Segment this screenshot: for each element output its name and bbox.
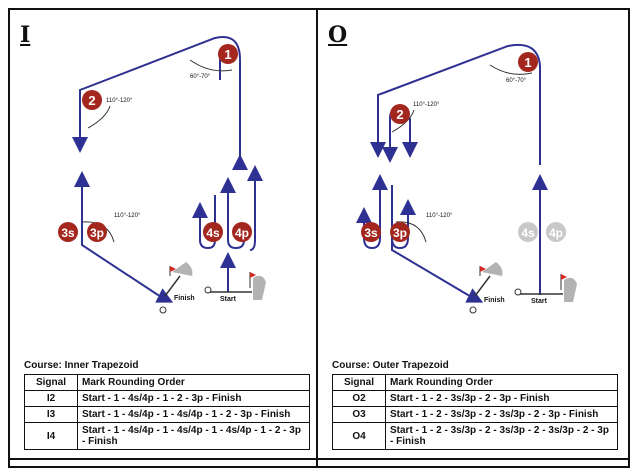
- order-cell: Start - 1 - 4s/4p - 1 - 4s/4p - 1 - 4s/4…: [77, 422, 310, 450]
- angle-arc: [87, 105, 111, 129]
- course-line: [377, 44, 541, 165]
- angle-label-2: 110°-120°: [413, 102, 440, 108]
- finish-line: [474, 275, 491, 297]
- table-row: I2 Start - 1 - 4s/4p - 1 - 2 - 3p - Fini…: [24, 390, 310, 407]
- course-line: [199, 195, 216, 250]
- course-line: [363, 185, 381, 250]
- course-name: Outer Trapezoid: [372, 360, 449, 371]
- mark-2: 2: [82, 90, 102, 110]
- header-order: Mark Rounding Order: [385, 374, 618, 391]
- header-order: Mark Rounding Order: [77, 374, 310, 391]
- course-title: Course: Inner Trapezoid: [24, 360, 138, 371]
- mark-4p: 4p: [232, 222, 252, 242]
- panel-letter: O: [328, 22, 348, 48]
- signal-cell: I4: [24, 422, 78, 450]
- table-row: I3 Start - 1 - 4s/4p - 1 - 4s/4p - 1 - 2…: [24, 406, 310, 423]
- header-signal: Signal: [332, 374, 386, 391]
- table-header-row: Signal Mark Rounding Order: [332, 374, 618, 391]
- course-line: [227, 185, 245, 250]
- panel-divider: [316, 8, 318, 468]
- signal-cell: O2: [332, 390, 386, 407]
- start-label: Start: [220, 296, 237, 303]
- mark-3p-label: 3p: [90, 226, 104, 240]
- mark-4s-label: 4s: [206, 226, 220, 240]
- angle-label-1: 60°-70°: [506, 78, 527, 84]
- mark-3s-label: 3s: [61, 226, 75, 240]
- mark-3s-label: 3s: [364, 226, 378, 240]
- course-line: [79, 36, 241, 165]
- mark-3p: 3p: [87, 222, 107, 242]
- mark-3p: 3p: [390, 222, 410, 242]
- order-cell: Start - 1 - 4s/4p - 1 - 2 - 3p - Finish: [77, 390, 310, 407]
- start-pin-icon: [204, 286, 212, 294]
- bottom-rule: [8, 458, 630, 460]
- mark-4s: 4s: [518, 222, 538, 242]
- course-diagram-outer: 1 2 3s 3p 4s 4p 60°-70° 110°-120° 110°-1…: [356, 44, 577, 314]
- mark-1-label: 1: [224, 47, 231, 62]
- course-line: [391, 200, 469, 296]
- rounding-table: Signal Mark Rounding Order I2 Start - 1 …: [24, 374, 310, 450]
- panel-letter: I: [20, 22, 31, 48]
- start-boat-icon: [560, 274, 577, 302]
- course-line: [249, 175, 256, 251]
- course-label: Course:: [24, 360, 62, 371]
- mark-4p: 4p: [546, 222, 566, 242]
- mark-3s: 3s: [58, 222, 78, 242]
- order-cell: Start - 1 - 2 - 3s/3p - 2 - 3s/3p - 2 - …: [385, 406, 618, 423]
- order-cell: Start - 1 - 2 - 3s/3p - 2 - 3p - Finish: [385, 390, 618, 407]
- mark-1: 1: [218, 44, 238, 64]
- panel-outer: O 1: [318, 10, 624, 456]
- mark-2-label: 2: [396, 107, 403, 122]
- mark-4s-label: 4s: [521, 226, 535, 240]
- rounding-table: Signal Mark Rounding Order O2 Start - 1 …: [332, 374, 618, 450]
- table-row: O2 Start - 1 - 2 - 3s/3p - 2 - 3p - Fini…: [332, 390, 618, 407]
- angle-arc: [489, 64, 533, 75]
- finish-label: Finish: [484, 297, 505, 304]
- mark-3p-label: 3p: [393, 226, 407, 240]
- order-cell: Start - 1 - 2 - 3s/3p - 2 - 3s/3p - 2 - …: [385, 422, 618, 450]
- finish-boat-icon: [479, 262, 503, 276]
- mark-1-label: 1: [524, 55, 531, 70]
- start-pin-icon: [514, 288, 522, 296]
- table-row: O4 Start - 1 - 2 - 3s/3p - 2 - 3s/3p - 2…: [332, 422, 618, 450]
- finish-pin-icon: [469, 306, 477, 314]
- start-boat-icon: [249, 272, 266, 300]
- course-name: Inner Trapezoid: [64, 360, 139, 371]
- signal-cell: I2: [24, 390, 78, 407]
- mark-4s: 4s: [203, 222, 223, 242]
- order-cell: Start - 1 - 4s/4p - 1 - 4s/4p - 1 - 2 - …: [77, 406, 310, 423]
- diagram-frame: [8, 8, 630, 468]
- table-row: O3 Start - 1 - 2 - 3s/3p - 2 - 3s/3p - 2…: [332, 406, 618, 423]
- panel-inner: I 1: [10, 10, 316, 456]
- mark-4p-label: 4p: [549, 226, 563, 240]
- angle-label-2: 110°-120°: [106, 98, 133, 104]
- course-diagram-inner: 1 2 3s 3p 4s 4p 60°-70° 110°-120° 110°-1…: [58, 36, 266, 314]
- course-line: [81, 180, 159, 296]
- angle-label-3: 110°-120°: [426, 213, 453, 219]
- signal-cell: O3: [332, 406, 386, 423]
- mark-3s: 3s: [361, 222, 381, 242]
- signal-cell: O4: [332, 422, 386, 450]
- header-signal: Signal: [24, 374, 78, 391]
- angle-arc: [395, 221, 427, 243]
- signal-cell: I3: [24, 406, 78, 423]
- course-line: [465, 288, 484, 303]
- finish-label: Finish: [174, 295, 195, 302]
- table-header-row: Signal Mark Rounding Order: [24, 374, 310, 391]
- course-title: Course: Outer Trapezoid: [332, 360, 449, 371]
- mark-4p-label: 4p: [235, 226, 249, 240]
- mark-2: 2: [390, 104, 410, 124]
- mark-2-label: 2: [88, 93, 95, 108]
- start-label: Start: [531, 298, 548, 305]
- finish-boat-icon: [169, 262, 193, 276]
- angle-arc: [189, 59, 233, 72]
- course-label: Course:: [332, 360, 370, 371]
- angle-label-3: 110°-120°: [114, 213, 141, 219]
- course-line: [155, 288, 174, 303]
- finish-line: [164, 275, 181, 297]
- angle-label-1: 60°-70°: [190, 74, 211, 80]
- finish-pin-icon: [159, 306, 167, 314]
- table-row: I4 Start - 1 - 4s/4p - 1 - 4s/4p - 1 - 4…: [24, 422, 310, 450]
- mark-1: 1: [518, 52, 538, 72]
